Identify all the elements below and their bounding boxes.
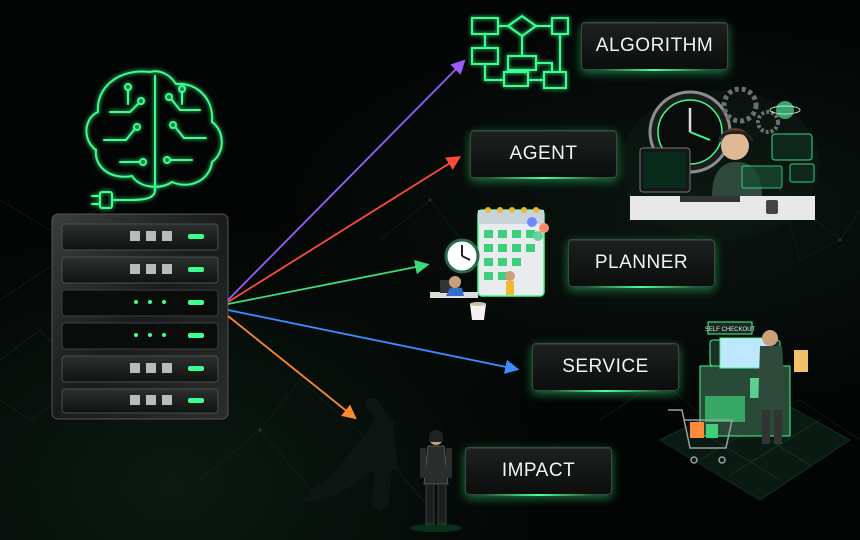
label-service: SERVICE	[532, 343, 679, 392]
label-planner: PLANNER	[568, 239, 715, 288]
label-agent: AGENT	[470, 130, 617, 179]
label-impact: IMPACT	[465, 447, 612, 496]
arrow-to-planner	[227, 260, 430, 305]
arrow-to-agent	[227, 156, 462, 303]
arrow-to-service	[227, 309, 520, 374]
arrow-to-algorithm	[227, 59, 466, 301]
label-algorithm: ALGORITHM	[581, 22, 728, 71]
